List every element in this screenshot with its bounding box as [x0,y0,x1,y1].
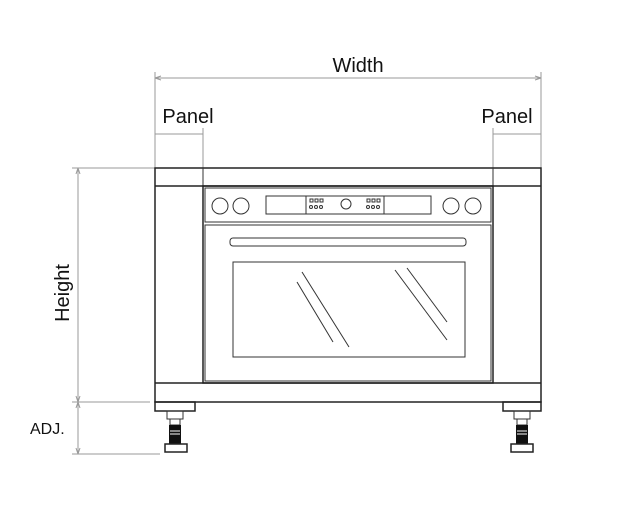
center-knob-icon [340,198,352,210]
height-label: Height [52,264,74,322]
display-panel [265,195,432,215]
foot-right [502,401,542,453]
panel-left-label: Panel [162,106,213,128]
door-window [232,261,466,358]
width-dimension: Width [154,55,542,168]
button-icons [309,198,381,209]
knob-icon [442,197,460,215]
panel-left-dimension: Panel [155,106,214,186]
oven-door [204,224,492,382]
adj-label: ADJ. [30,421,65,438]
width-label: Width [332,55,383,77]
oven [202,185,494,384]
height-dimension: Height ADJ. [30,167,160,455]
panel-right-dimension: Panel [481,106,541,186]
control-panel [204,187,492,223]
knob-icon [464,197,482,215]
panel-right-label: Panel [481,106,532,128]
glass-reflection [296,267,448,348]
knob-icon [232,197,250,215]
door-handle [229,237,467,247]
knob-icon [211,197,229,215]
foot-left [154,401,196,453]
